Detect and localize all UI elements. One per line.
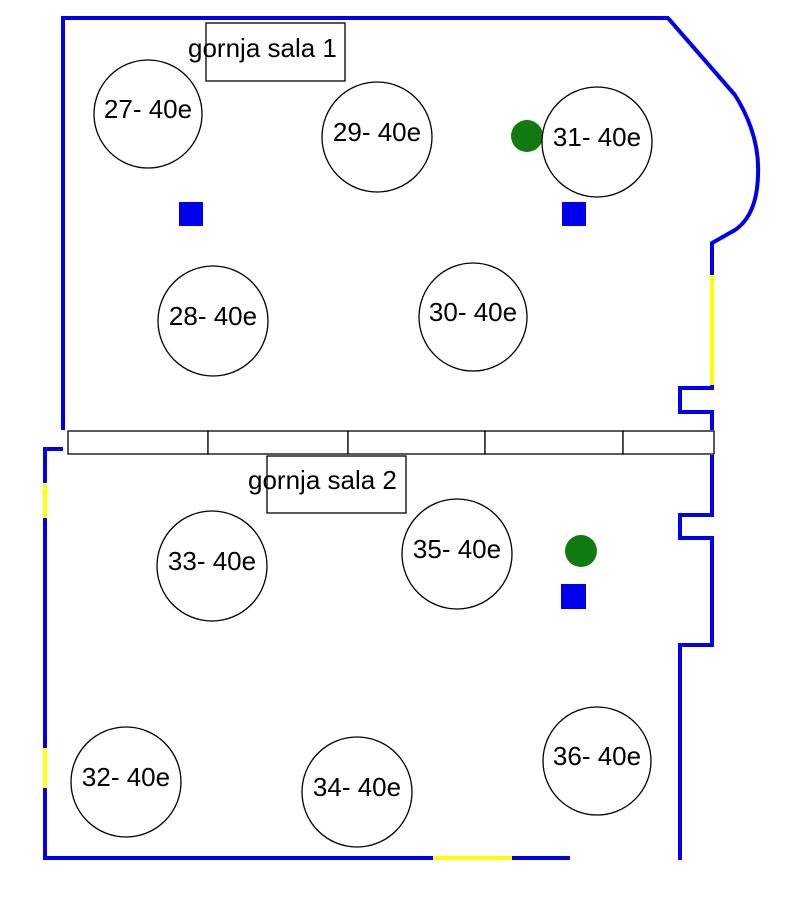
table-label: 31- 40e [553, 122, 641, 152]
pillars [179, 202, 586, 609]
plant-icon [511, 120, 543, 152]
wall-upper-right [678, 385, 714, 430]
table-label: 28- 40e [169, 301, 257, 331]
table-label: 36- 40e [553, 741, 641, 771]
table-36[interactable]: 36- 40e [542, 706, 652, 816]
table-circle [157, 265, 269, 377]
pillar-icon [561, 584, 586, 609]
wall-lower-right [678, 455, 714, 860]
table-label: 27- 40e [104, 94, 192, 124]
divider-segment [622, 430, 715, 455]
table-circle [401, 498, 513, 610]
table-label: 30- 40e [429, 297, 517, 327]
plants [511, 120, 597, 567]
table-27[interactable]: 27- 40e [93, 59, 203, 169]
table-32[interactable]: 32- 40e [70, 726, 182, 838]
room-label-text: gornja sala 2 [248, 465, 397, 495]
tables: 27- 40e 28- 40e 29- 40e 30- 40e 31- 40e … [70, 59, 653, 848]
table-29[interactable]: 29- 40e [321, 81, 433, 193]
table-label: 35- 40e [413, 534, 501, 564]
table-label: 32- 40e [82, 762, 170, 792]
pillar-icon [179, 202, 203, 226]
room-label-box [266, 455, 407, 514]
table-circle [418, 262, 528, 372]
room-divider [67, 430, 715, 455]
room-label-sala2[interactable]: gornja sala 2 [248, 455, 407, 514]
table-label: 29- 40e [333, 117, 421, 147]
plant-icon [565, 535, 597, 567]
table-30[interactable]: 30- 40e [418, 262, 528, 372]
table-circle [542, 706, 652, 816]
table-circle [93, 59, 203, 169]
table-35[interactable]: 35- 40e [401, 498, 513, 610]
table-circle [541, 86, 653, 198]
pillar-icon [562, 202, 586, 226]
table-33[interactable]: 33- 40e [156, 510, 268, 622]
wall-lower-left-top [43, 447, 63, 483]
table-31[interactable]: 31- 40e [541, 86, 653, 198]
table-circle [321, 81, 433, 193]
divider-segment [67, 430, 209, 455]
divider-segment [207, 430, 349, 455]
table-circle [301, 736, 413, 848]
table-circle [156, 510, 268, 622]
walls [43, 16, 761, 860]
divider-segment [484, 430, 624, 455]
table-label: 34- 40e [313, 772, 401, 802]
room-label-text: gornja sala 1 [188, 33, 337, 63]
wall-lower-left-bottom [43, 788, 433, 860]
table-label: 33- 40e [168, 546, 256, 576]
room-label-box [205, 22, 346, 82]
table-34[interactable]: 34- 40e [301, 736, 413, 848]
room-label-sala1[interactable]: gornja sala 1 [188, 22, 346, 82]
windows [43, 275, 714, 860]
table-28[interactable]: 28- 40e [157, 265, 269, 377]
wall-upper [61, 16, 761, 430]
table-circle [70, 726, 182, 838]
divider-segment [347, 430, 486, 455]
